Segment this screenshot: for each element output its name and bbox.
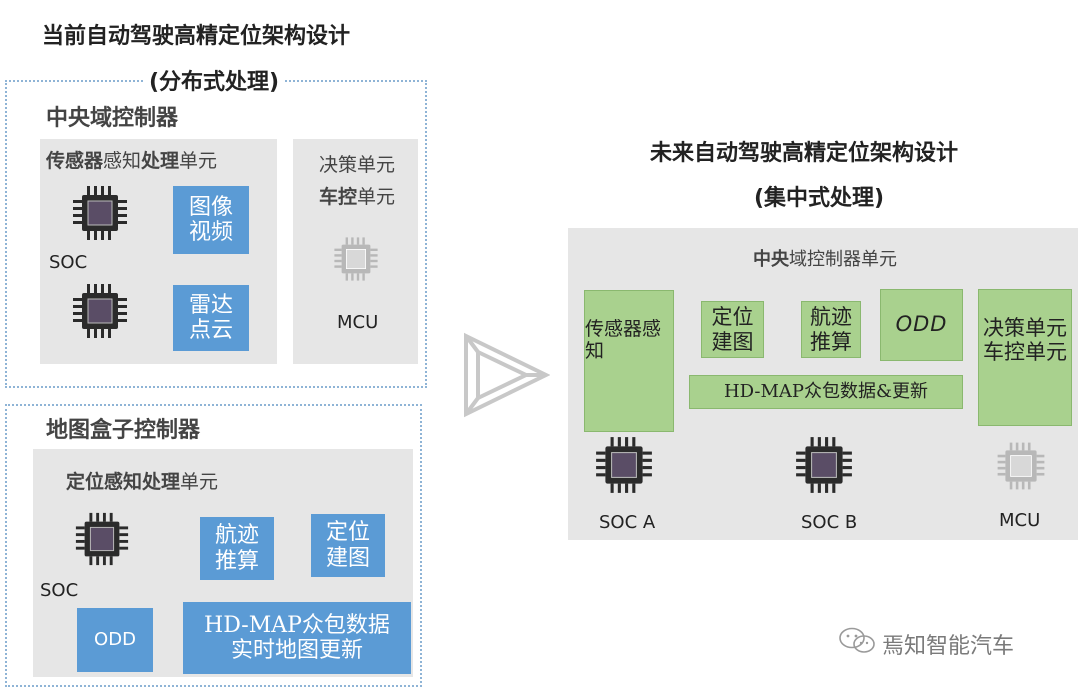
odd-block: ODD [77, 608, 153, 672]
hdmap-update-block: HD-MAP众包数据 实时地图更新 [183, 602, 411, 674]
mapbox-frame [5, 404, 422, 687]
hdmap-update-block: HD-MAP众包数据&更新 [689, 375, 963, 409]
soc-b-chip-icon [796, 437, 852, 493]
mcu-chip-icon [997, 442, 1045, 490]
image-video-block: 图像 视频 [173, 186, 249, 254]
sensor-perception-block: 传感器感 知 [584, 290, 674, 432]
soc-b-label: SOC B [801, 512, 858, 533]
mcu-label: MCU [337, 312, 379, 333]
localization-mapping-block: 定位 建图 [311, 514, 385, 577]
dead-reckoning-block: 航迹 推算 [801, 301, 861, 358]
odd-block: ODD [880, 289, 963, 361]
right-title-line1: 未来自动驾驶高精定位架构设计 [650, 141, 959, 166]
soc-chip-icon [73, 186, 127, 240]
soc-label: SOC [40, 580, 79, 601]
left-title-line2: (分布式处理) [145, 64, 284, 96]
watermark-text: 焉知智能汽车 [882, 634, 1015, 659]
right-title-line2: (集中式处理) [754, 186, 885, 211]
mcu-label: MCU [999, 510, 1041, 531]
soc-a-label: SOC A [599, 512, 656, 533]
soc-label: SOC [49, 252, 88, 273]
soc-chip-icon [73, 284, 127, 338]
localization-mapping-block: 定位 建图 [701, 301, 764, 358]
direction-arrow-icon [464, 332, 550, 418]
sensor-unit-title: 传感器感知处理单元 [46, 150, 218, 172]
mcu-chip-icon [334, 237, 378, 281]
central-domain-unit-title: 中央域控制器单元 [753, 249, 897, 270]
radar-pointcloud-block: 雷达 点云 [173, 285, 249, 351]
soc-chip-icon [75, 512, 129, 566]
mapbox-title: 地图盒子控制器 [46, 418, 201, 443]
location-unit-title: 定位感知处理单元 [66, 471, 219, 493]
wechat-icon [839, 627, 875, 653]
central-domain-title: 中央域控制器 [46, 106, 179, 131]
decision-control-block: 决策单元 车控单元 [978, 289, 1072, 426]
dead-reckoning-block: 航迹 推算 [200, 517, 274, 580]
left-title-line1: 当前自动驾驶高精定位架构设计 [42, 24, 351, 49]
vehicle-control-label: 车控单元 [319, 186, 396, 208]
soc-a-chip-icon [596, 437, 652, 493]
decision-unit-label: 决策单元 [319, 154, 396, 176]
